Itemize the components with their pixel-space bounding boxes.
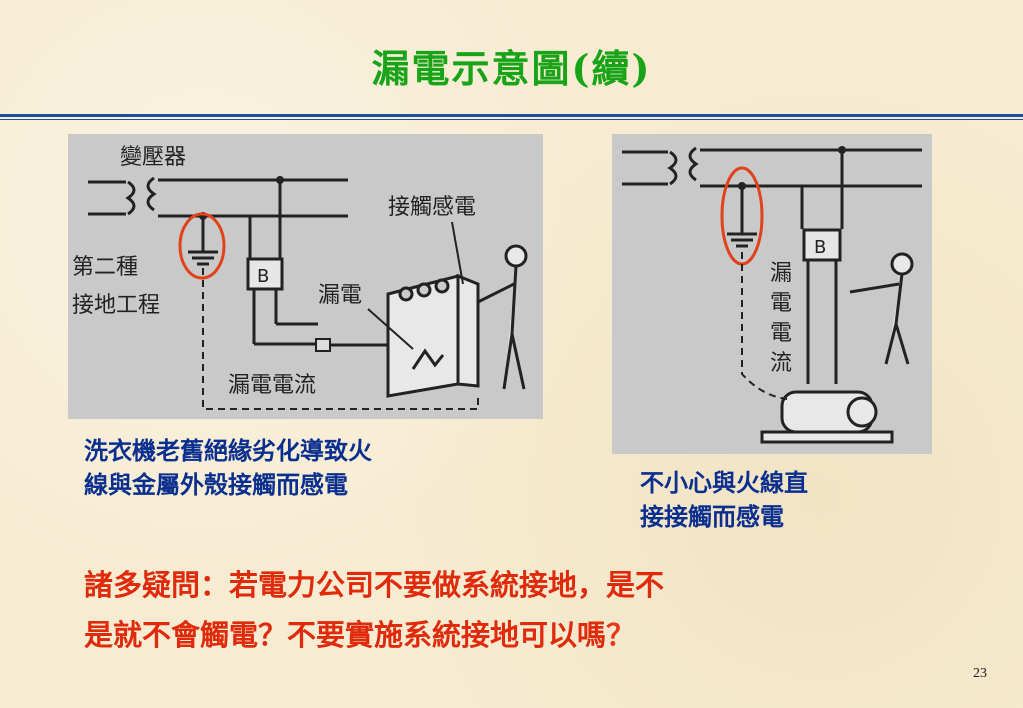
breaker-box-right: [802, 228, 842, 262]
plug-icon: [315, 338, 331, 352]
washing-machine-leakage-figure: 變壓器 第二種 接地工程 B: [68, 134, 543, 419]
washing-machine-icon: [386, 273, 480, 398]
title-divider-thin: [0, 119, 1023, 120]
grounding-type-label-2: 接地工程: [72, 293, 160, 318]
transformer-coil-icon-right: [622, 146, 699, 186]
person-figure-icon-right: [849, 252, 914, 365]
question-line-1: 諸多疑問：若電力公司不要做系統接地，是不: [84, 560, 944, 610]
question-line-1-rest: 若電力公司不要做系統接地，是不: [229, 568, 665, 602]
grounding-type-label-1: 第二種: [72, 255, 138, 280]
breaker-label: B: [257, 266, 269, 287]
question-text: 諸多疑問：若電力公司不要做系統接地，是不 是就不會觸電？不要實施系統接地可以嗎？: [84, 560, 944, 660]
ground-symbol-icon-right: [727, 232, 757, 248]
contact-shock-label: 接觸感電: [388, 195, 476, 220]
leakage-current-vert-2: 電: [770, 291, 792, 316]
leakage-current-path-right: [741, 252, 788, 400]
breaker-box: [246, 257, 284, 291]
leakage-current-vert-1: 漏: [770, 261, 792, 286]
person-figure-icon: [477, 244, 528, 390]
left-figure-caption: 洗衣機老舊絕緣劣化導致火 線與金屬外殼接觸而感電: [84, 434, 544, 502]
left-caption-line-2: 線與金屬外殼接觸而感電: [84, 470, 348, 499]
transformer-coil-icon: [88, 176, 157, 216]
transformer-label: 變壓器: [120, 145, 186, 170]
ground-symbol-icon: [188, 250, 218, 266]
grounding-highlight-circle: [178, 212, 226, 280]
left-caption-line-1: 洗衣機老舊絕緣劣化導致火: [84, 436, 372, 465]
motor-icon: [760, 390, 894, 444]
question-prefix: 諸多疑問：: [84, 568, 230, 602]
breaker-label-right: B: [814, 237, 826, 258]
leakage-current-path: [202, 268, 479, 410]
leakage-current-vert-4: 流: [770, 351, 792, 376]
slide-title: 漏電示意圖(續): [371, 46, 652, 91]
leakage-label: 漏電: [318, 283, 362, 308]
right-caption-line-2: 接接觸而感電: [640, 502, 784, 531]
question-line-2: 是就不會觸電？不要實施系統接地可以嗎？: [84, 610, 944, 660]
leakage-current-label: 漏電電流: [228, 373, 316, 398]
right-figure-caption: 不小心與火線直 接接觸而感電: [640, 466, 940, 534]
question-line-2-text: 是就不會觸電？不要實施系統接地可以嗎: [84, 618, 607, 652]
right-caption-line-1: 不小心與火線直: [640, 468, 808, 497]
question-end-mark: ？: [606, 618, 636, 652]
live-wire-contact-figure: B 漏 電 電 流: [612, 134, 932, 454]
leakage-current-vert-3: 電: [770, 321, 792, 346]
title-divider: [0, 114, 1023, 117]
page-number: 23: [973, 666, 987, 681]
